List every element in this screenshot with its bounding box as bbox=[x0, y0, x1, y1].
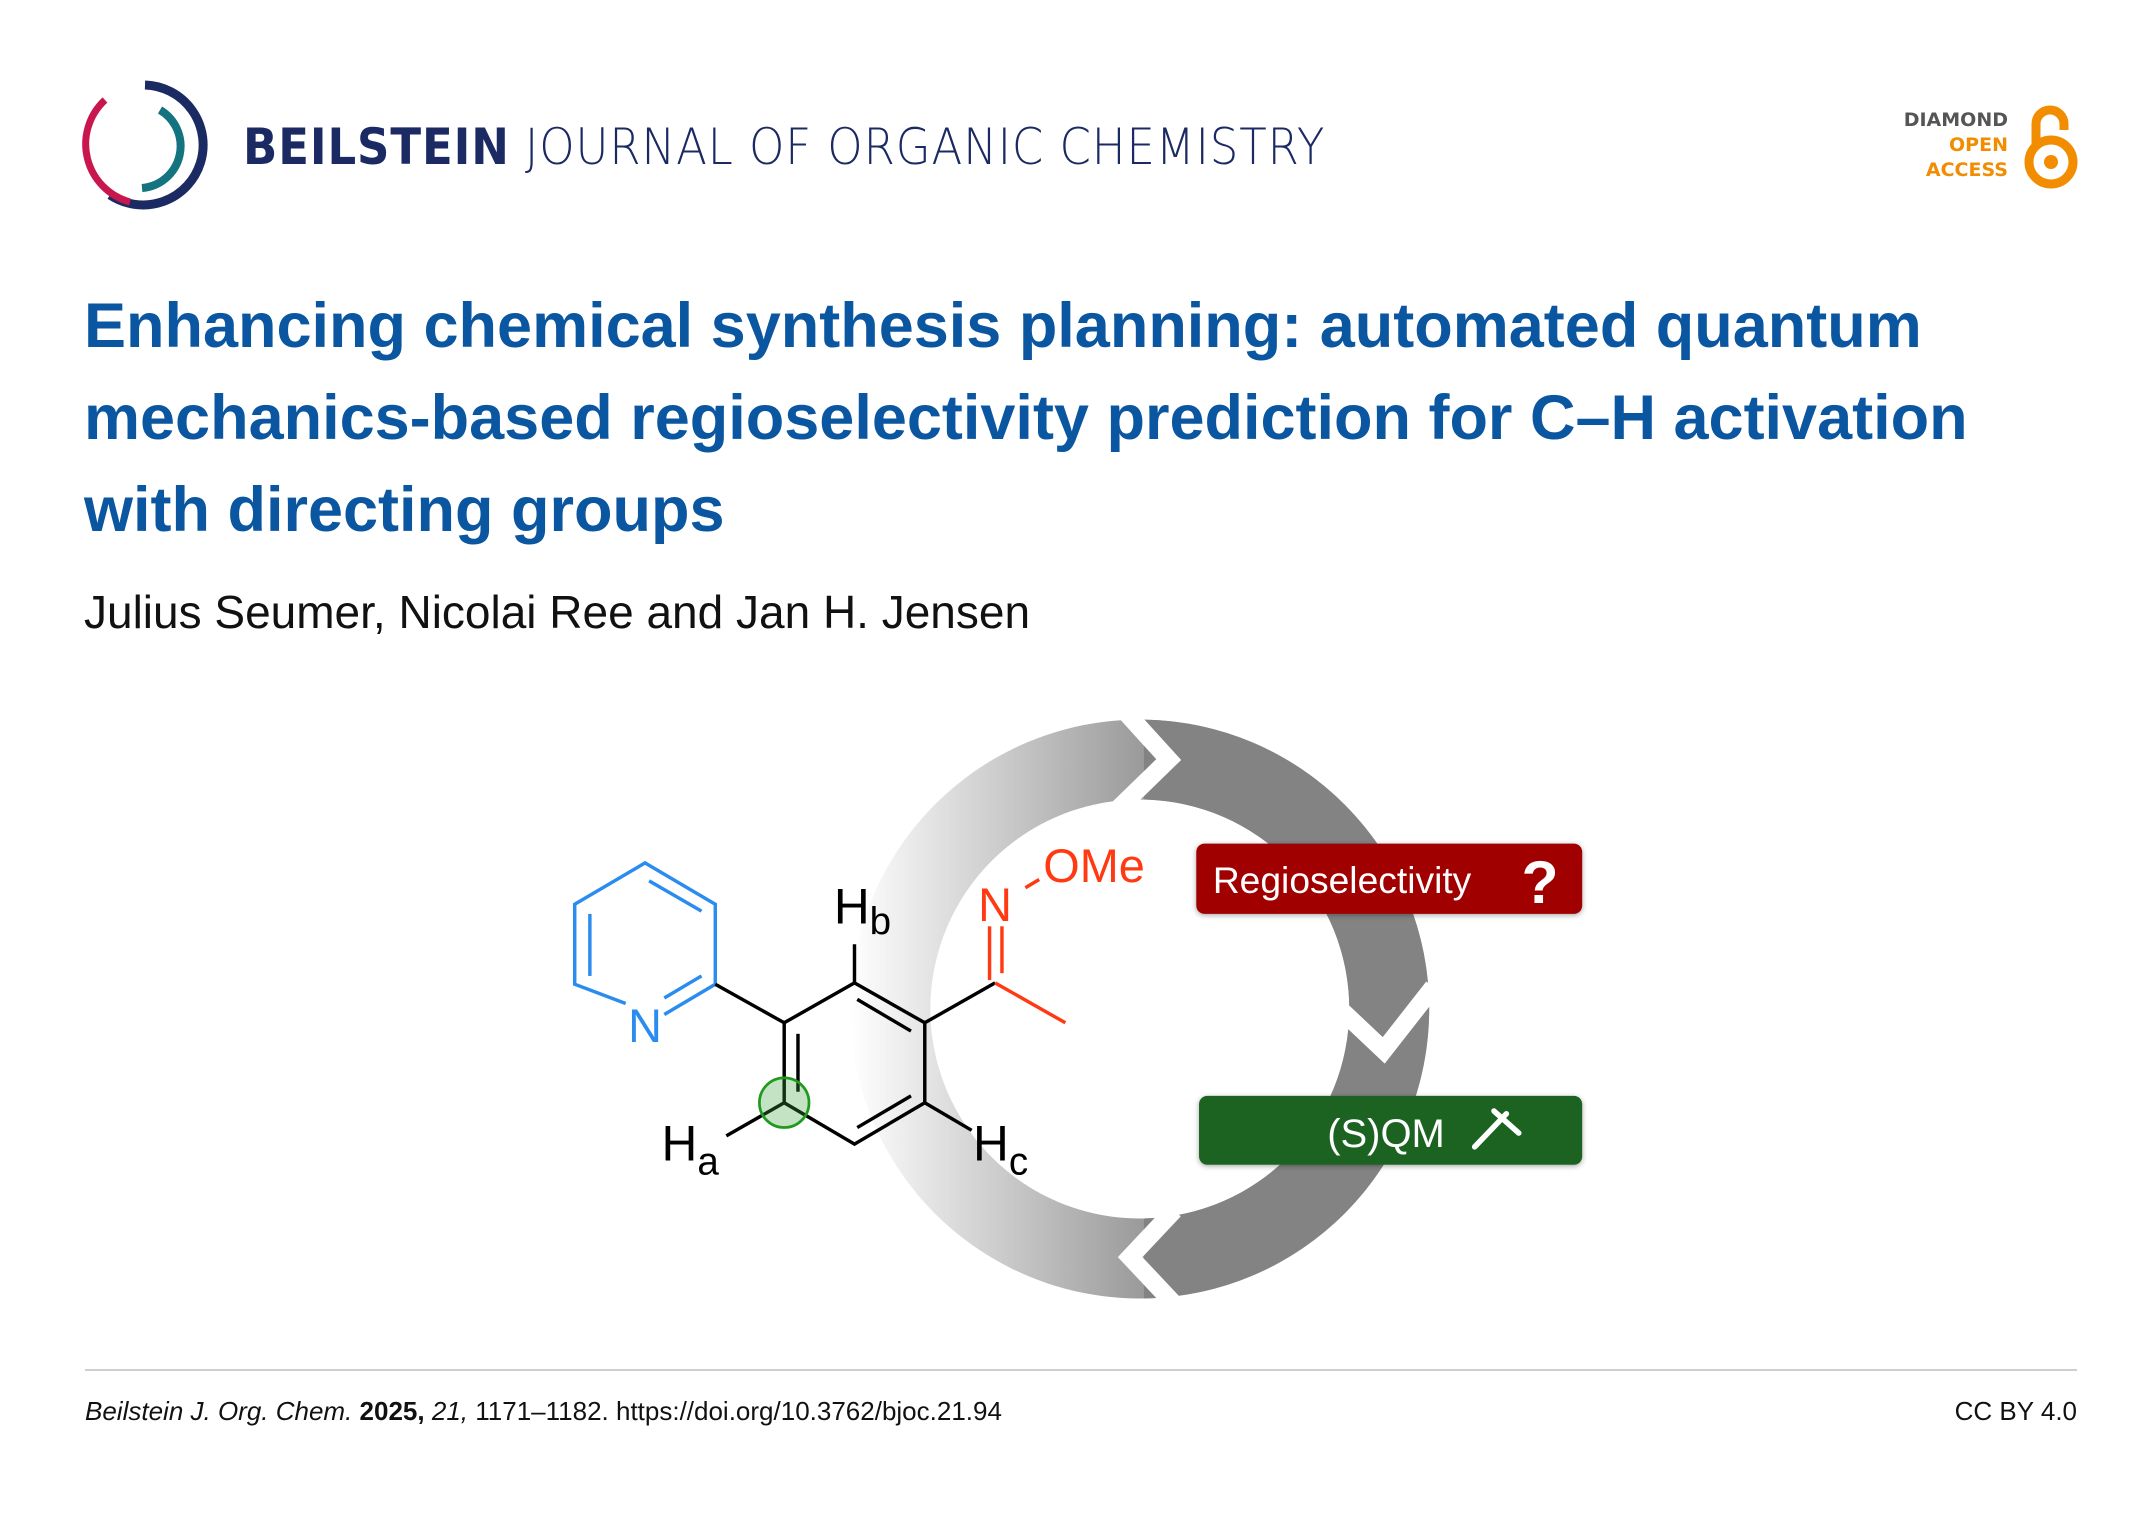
citation: Beilstein J. Org. Chem. 2025, 21, 1171–1… bbox=[85, 1396, 1002, 1427]
benzene-ring bbox=[714, 944, 996, 1147]
oxime-group bbox=[987, 877, 1067, 1025]
article-title: Enhancing chemical synthesis planning: a… bbox=[84, 291, 1968, 545]
regioselectivity-label: Regioselectivity bbox=[1213, 859, 1472, 901]
sqm-box: (S)QM bbox=[1199, 1095, 1583, 1165]
oa-diamond: DIAMOND bbox=[1903, 109, 2008, 131]
license: CC BY 4.0 bbox=[1954, 1396, 2077, 1426]
h-c-label: Hc bbox=[973, 1116, 1028, 1184]
journal-name-rest: JOURNAL OF ORGANIC CHEMISTRY bbox=[525, 118, 1326, 176]
oxime-nitrogen-label: N bbox=[978, 879, 1012, 931]
citation-year: 2025, bbox=[359, 1396, 425, 1426]
sqm-label: (S)QM bbox=[1327, 1112, 1445, 1156]
citation-volume: 21, bbox=[431, 1396, 469, 1426]
pyridine-nitrogen-label: N bbox=[628, 1000, 662, 1052]
article-authors: Julius Seumer, Nicolai Ree and Jan H. Je… bbox=[84, 586, 1031, 638]
journal-name-bold: BEILSTEIN bbox=[243, 118, 510, 176]
diamond-open-access-badge: DIAMOND OPEN ACCESS bbox=[1904, 108, 2008, 183]
beilstein-logo-icon bbox=[82, 80, 208, 210]
footer-divider bbox=[85, 1369, 2077, 1371]
highlighted-carbon-marker bbox=[758, 1076, 811, 1129]
oa-open: OPEN bbox=[1949, 134, 2008, 156]
pyridine-ring bbox=[572, 860, 718, 1017]
h-a-label: Ha bbox=[662, 1116, 720, 1184]
h-b-label: Hb bbox=[834, 879, 891, 944]
oa-access: ACCESS bbox=[1925, 159, 2008, 181]
hammer-icon bbox=[1471, 1108, 1522, 1150]
methoxy-label: OMe bbox=[1043, 840, 1145, 892]
regioselectivity-box: Regioselectivity ? bbox=[1196, 843, 1583, 916]
journal-name: BEILSTEIN JOURNAL OF ORGANIC CHEMISTRY bbox=[243, 118, 1325, 176]
cycle-arrow-ring bbox=[850, 708, 1441, 1311]
citation-journal: Beilstein J. Org. Chem. bbox=[85, 1396, 353, 1426]
citation-pages-doi[interactable]: 1171–1182. https://doi.org/10.3762/bjoc.… bbox=[475, 1396, 1002, 1426]
open-access-lock-icon bbox=[2024, 105, 2078, 189]
question-mark-icon: ? bbox=[1522, 848, 1559, 916]
